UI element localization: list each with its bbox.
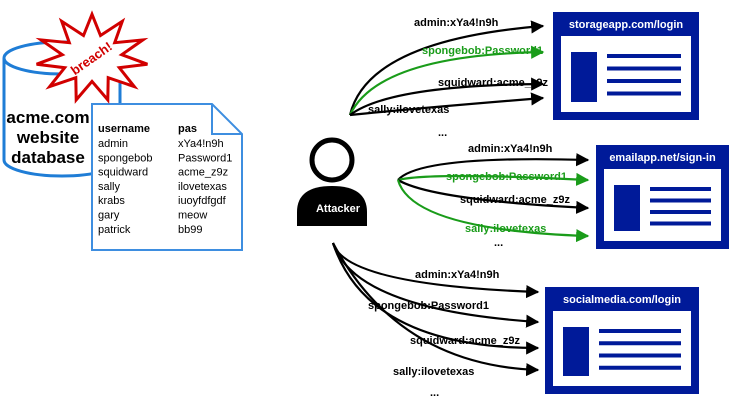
table-cell-password: acme_z9z [178,167,228,179]
website-url: emailapp.net/sign-in [609,152,716,164]
credential-attempt-label: admin:xYa4!n9h [415,269,500,281]
credential-attempt-label: sally:ilovetexas [465,223,546,235]
attacker-label: Attacker [316,203,361,215]
website-url: storageapp.com/login [569,19,684,31]
page-image-placeholder [571,52,597,102]
leaked-credentials-sheet: username pas admin xYa4!n9h spongebob Passw… [91,103,243,251]
credential-attempt-label: spongebob:Password1 [446,171,567,183]
table-cell-username: krabs [98,195,125,207]
failed-login-arrow [331,242,540,355]
credential-attempt-label: admin:xYa4!n9h [414,17,499,29]
table-cell-password: bb99 [178,224,202,236]
target-websites: storageapp.com/login emailapp.net/sign-in… [545,12,729,394]
website-2: emailapp.net/sign-in [596,145,729,249]
attacker: Attacker [297,137,367,226]
database-label-line-2: website [16,128,79,147]
website-1: storageapp.com/login [553,12,699,120]
credential-attempt-label: squidward:acme_z9z [460,194,571,206]
table-cell-password: xYa4!n9h [178,138,224,150]
page-text-line [607,66,681,71]
failed-login-arrow [331,242,540,299]
failed-login-arrow [349,92,545,117]
successful-login-arrow [397,172,590,186]
successful-login-arrow [396,179,590,243]
more-attempts-ellipsis: ... [494,237,503,249]
table-cell-username: spongebob [98,152,152,164]
database-label-line-3: database [11,148,85,167]
table-header-password: pas [178,123,197,135]
credential-table-rows: admin xYa4!n9h spongebob Password1 squidward… [98,138,232,236]
table-cell-username: gary [98,210,120,222]
page-text-line [607,91,681,96]
credential-attempt-label: spongebob:Password1 [422,45,543,57]
page-text-line [650,210,711,214]
table-header-username: username [98,123,150,135]
table-cell-password: Password1 [178,152,232,164]
page-image-placeholder [563,327,589,376]
page-text-line [599,341,681,346]
database-label-line-1: acme.com [6,108,89,127]
credential-attempt-label: spongebob:Password1 [368,300,489,312]
table-cell-username: squidward [98,167,148,179]
table-cell-username: admin [98,138,128,150]
credential-attempt-label: squidward:acme_z9z [410,335,521,347]
page-text-line [599,353,681,358]
credential-attempt-label: sally:ilovetexas [368,104,449,116]
credential-attempt-label: admin:xYa4!n9h [468,143,553,155]
page-image-placeholder [614,185,640,231]
credential-attempt-label: sally:ilovetexas [393,366,474,378]
login-attempt-flows: admin:xYa4!n9h spongebob:Password1 squidwa… [331,17,590,399]
failed-login-arrow [397,153,590,181]
failed-login-arrow [348,20,545,116]
table-cell-password: ilovetexas [178,181,227,193]
breach-starburst: breach! [35,10,149,104]
successful-login-arrow [349,45,545,116]
person-icon [297,137,367,226]
failed-login-arrow [349,77,545,116]
table-cell-password: meow [178,210,207,222]
website-url: socialmedia.com/login [563,294,681,306]
page-text-line [599,365,681,370]
website-3: socialmedia.com/login [545,287,699,394]
page-text-line [650,221,711,226]
table-cell-password: iuoyfdfgdf [178,195,227,207]
more-attempts-ellipsis: ... [430,387,439,399]
credential-attempt-label: squidward:acme_z9z [438,77,549,89]
failed-login-arrow [332,242,540,377]
table-cell-username: patrick [98,224,131,236]
more-attempts-ellipsis: ... [438,127,447,139]
page-text-line [650,187,711,191]
table-cell-username: sally [98,181,121,193]
page-text-line [607,54,681,58]
page-text-line [599,329,681,333]
page-text-line [607,79,681,83]
failed-login-arrow [397,179,590,214]
page-text-line [650,198,711,203]
